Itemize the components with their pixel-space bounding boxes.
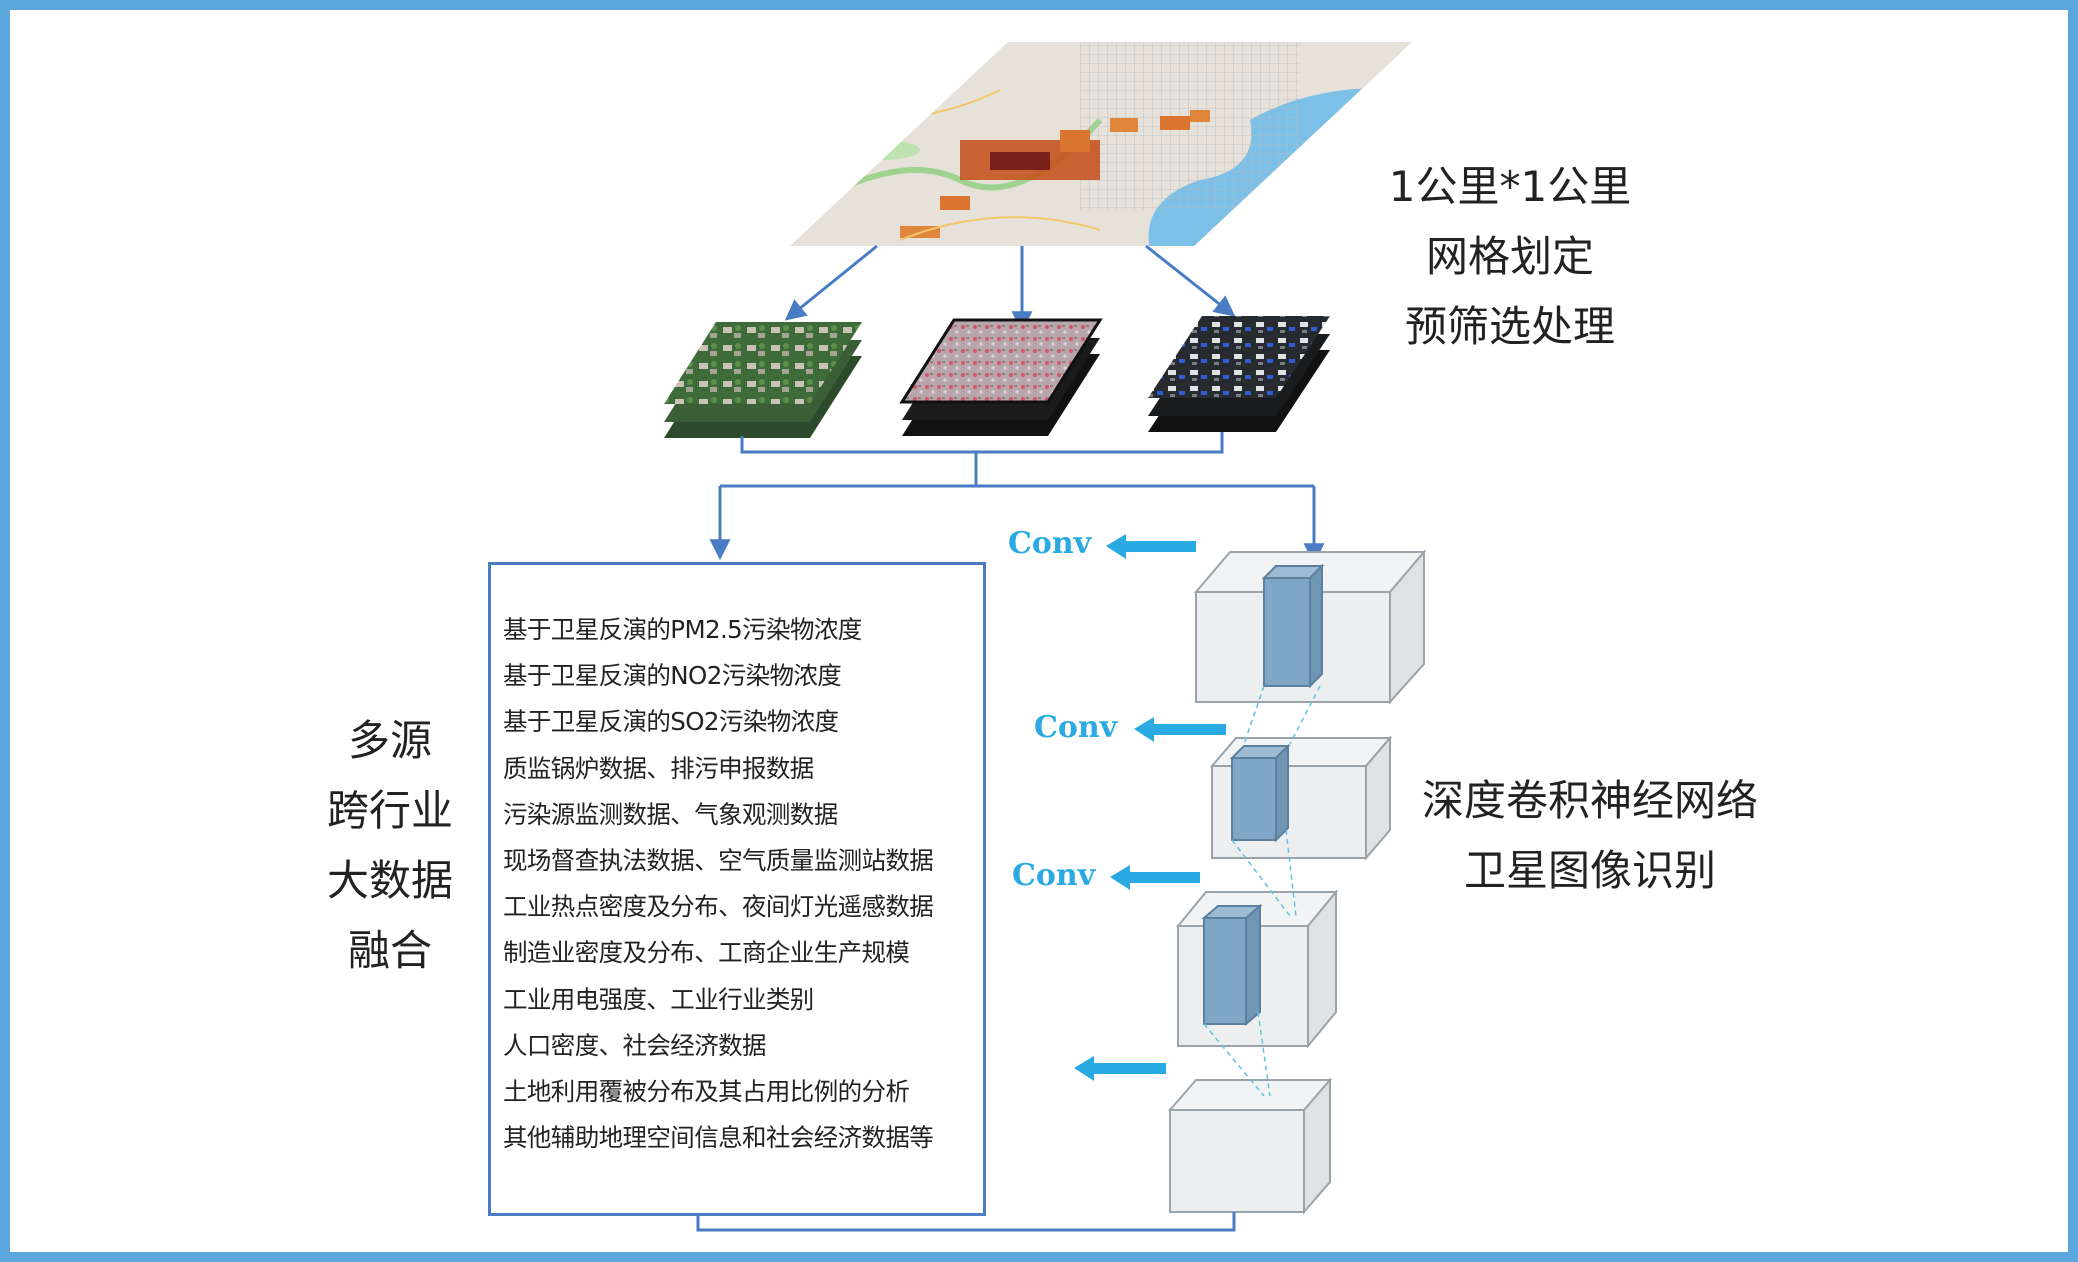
- data-source-item: 土地利用覆被分布及其占用比例的分析: [503, 1077, 910, 1107]
- conv-arrows: [1074, 534, 1226, 1081]
- data-source-item: 污染源监测数据、气象观测数据: [503, 799, 838, 829]
- data-source-item: 工业热点密度及分布、夜间灯光遥感数据: [503, 892, 934, 922]
- data-source-item: 基于卫星反演的PM2.5污染物浓度: [503, 615, 862, 644]
- conv-label: Conv: [1034, 710, 1118, 745]
- fusion-caption-line: 多源: [347, 716, 432, 765]
- grid-caption-line: 预筛选处理: [1404, 302, 1615, 351]
- fusion-caption-line: 大数据: [326, 856, 453, 905]
- grid-caption-line: 1公里*1公里: [1388, 162, 1632, 211]
- conv-label: Conv: [1008, 526, 1092, 561]
- map-to-tiles-arrows: [784, 244, 1236, 333]
- fusion-caption-line: 融合: [347, 926, 432, 975]
- cnn-projection-lines: [1203, 685, 1321, 1097]
- red-satellite-stack-icon: [899, 318, 1103, 436]
- cnn-caption-line: 卫星图像识别: [1463, 846, 1716, 895]
- data-source-item: 人口密度、社会经济数据: [503, 1030, 767, 1060]
- grid-caption: 1公里*1公里 网格划定 预筛选处理: [1340, 152, 1680, 362]
- data-source-item: 制造业密度及分布、工商企业生产规模: [503, 938, 910, 968]
- data-source-item: 基于卫星反演的SO2污染物浓度: [503, 707, 839, 737]
- data-source-item: 质监锅炉数据、排污申报数据: [503, 753, 814, 783]
- data-source-item: 现场督查执法数据、空气质量监测站数据: [503, 846, 934, 876]
- data-sources-box: 基于卫星反演的PM2.5污染物浓度 基于卫星反演的NO2污染物浓度 基于卫星反演…: [488, 562, 986, 1216]
- data-source-item: 其他辅助地理空间信息和社会经济数据等: [503, 1123, 934, 1153]
- dark-satellite-stack-icon: [1148, 316, 1330, 432]
- conv-label: Conv: [1012, 858, 1096, 893]
- cnn-kernels: [1201, 563, 1325, 1027]
- bottom-connector: [696, 1212, 1236, 1232]
- green-satellite-stack-icon: [664, 322, 862, 438]
- grid-caption-line: 网格划定: [1425, 232, 1594, 281]
- data-source-item: 工业用电强度、工业行业类别: [503, 984, 814, 1014]
- cnn-caption-line: 深度卷积神经网络: [1421, 776, 1758, 825]
- grid-map-icon: [790, 42, 1412, 246]
- fusion-caption-line: 跨行业: [326, 786, 453, 835]
- cnn-caption: 深度卷积神经网络 卫星图像识别: [1400, 766, 1780, 906]
- data-source-item: 基于卫星反演的NO2污染物浓度: [503, 661, 842, 691]
- tile-merge-connector: [709, 432, 1325, 565]
- fusion-caption: 多源 跨行业 大数据 融合: [300, 706, 480, 986]
